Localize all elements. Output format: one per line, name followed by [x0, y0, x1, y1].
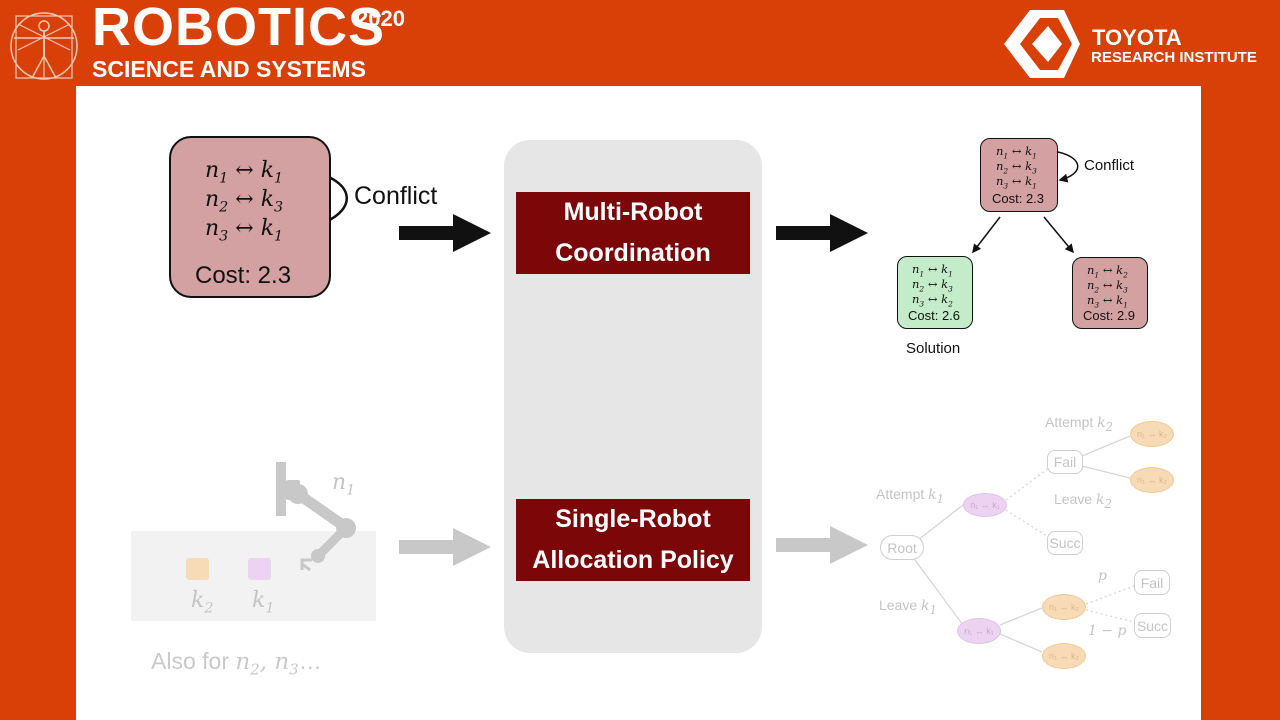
- conflict-curve-small: [1049, 145, 1079, 183]
- policy-root-node: Root: [880, 535, 924, 560]
- sra-line1: Single-Robot: [555, 505, 711, 533]
- object-k1: [248, 558, 271, 580]
- robot-arm-icon: [276, 462, 356, 572]
- conflict-assignment-box: n1 ↔ k1 n2 ↔ k3 n3 ↔ k1 Cost: 2.3: [169, 136, 331, 298]
- institute-name-line1: TOYOTA: [1092, 25, 1182, 50]
- also-for-label: Also for n2, n3…: [151, 648, 322, 679]
- tree-root-node: n1 ↔ k1 n2 ↔ k3 n3 ↔ k1 Cost: 2.3: [980, 138, 1058, 212]
- cost-label: Cost: 2.3: [195, 262, 292, 289]
- assignment-row-1: n1 ↔ k1: [205, 158, 284, 187]
- pair-node-orange-4: n₁ ↔ k₂: [1042, 643, 1086, 669]
- right-row-2: n2 ↔ k3: [1087, 278, 1128, 295]
- left-row-3: n3 ↔ k2: [912, 292, 953, 309]
- attempt-k2-label: Attempt k2: [1045, 414, 1114, 434]
- root-row-2: n2 ↔ k3: [996, 159, 1037, 176]
- vitruvian-logo-icon: [10, 12, 78, 80]
- left-cost: Cost: 2.6: [908, 308, 961, 323]
- header-bar: ROBOTICS 2020 SCIENCE AND SYSTEMS TOYOTA…: [0, 0, 1280, 86]
- assignment-row-2: n2 ↔ k3: [205, 187, 284, 216]
- policy-tree-edges: [911, 435, 1135, 653]
- pair-node-orange-1: n₁ ↔ k₂: [1130, 421, 1174, 447]
- succ-node-bottom: Succ: [1134, 613, 1171, 638]
- right-cost: Cost: 2.9: [1083, 308, 1136, 323]
- arrow-to-tree: [776, 214, 868, 252]
- leave-k2-label: Leave k2: [1054, 491, 1112, 511]
- solution-label: Solution: [906, 340, 961, 357]
- mrc-line2: Coordination: [555, 239, 711, 267]
- multi-robot-coordination-box: Multi-Robot Coordination: [516, 192, 750, 274]
- toyota-research-logo-icon: [1004, 10, 1080, 78]
- leave-k1-label: Leave k1: [879, 597, 937, 617]
- object-k2-label: k2: [191, 588, 214, 617]
- tree-edge-left: [972, 216, 1001, 254]
- conference-subtitle: SCIENCE AND SYSTEMS: [92, 56, 366, 82]
- pair-node-purple-bottom: n₁ ↔ k₁: [957, 618, 1001, 644]
- tree-right-node: n1 ↔ k2 n2 ↔ k3 n3 ↔ k1 Cost: 2.9: [1072, 257, 1148, 329]
- arrow-from-robot-scene: [399, 528, 491, 566]
- sra-line2: Allocation Policy: [532, 546, 734, 574]
- fail-node-bottom: Fail: [1134, 570, 1170, 595]
- prob-p-label: p: [1098, 568, 1107, 584]
- succ-node-top: Succ: [1047, 531, 1083, 555]
- right-row-1: n1 ↔ k2: [1087, 263, 1128, 280]
- tree-left-node: n1 ↔ k1 n2 ↔ k3 n3 ↔ k2 Cost: 2.6: [897, 256, 973, 329]
- root-row-1: n1 ↔ k1: [996, 144, 1037, 161]
- left-row-2: n2 ↔ k3: [912, 277, 953, 294]
- pair-node-purple-top: n₁ ↔ k₁: [963, 493, 1007, 517]
- root-row-3: n3 ↔ k1: [996, 174, 1037, 191]
- attempt-k1-label: Attempt k1: [876, 486, 945, 506]
- left-row-1: n1 ↔ k1: [912, 262, 953, 279]
- conflict-label: Conflict: [354, 182, 438, 210]
- mrc-line1: Multi-Robot: [563, 198, 703, 226]
- root-cost: Cost: 2.3: [992, 191, 1045, 206]
- tree-conflict-label: Conflict: [1084, 157, 1135, 174]
- prob-1-minus-p-label: 1 − p: [1088, 623, 1127, 639]
- conference-title: ROBOTICS: [92, 0, 386, 57]
- right-row-3: n3 ↔ k1: [1087, 293, 1128, 310]
- object-k2: [186, 558, 209, 580]
- fail-node-top: Fail: [1047, 450, 1083, 474]
- arrow-to-coordination: [399, 214, 491, 252]
- pair-node-orange-3: n₁ ↔ k₂: [1042, 594, 1086, 620]
- robot-label: n1: [332, 470, 356, 499]
- assignment-row-3: n3 ↔ k1: [205, 216, 284, 245]
- conference-year: 2020: [356, 6, 405, 31]
- arrow-to-policy-tree: [776, 526, 868, 564]
- institute-name-line2: RESEARCH INSTITUTE: [1091, 49, 1257, 66]
- single-robot-allocation-box: Single-Robot Allocation Policy: [516, 499, 750, 581]
- object-k1-label: k1: [252, 588, 275, 617]
- tree-edge-right: [1043, 216, 1074, 254]
- pair-node-orange-2: n₁ ↔ k₂: [1130, 467, 1174, 493]
